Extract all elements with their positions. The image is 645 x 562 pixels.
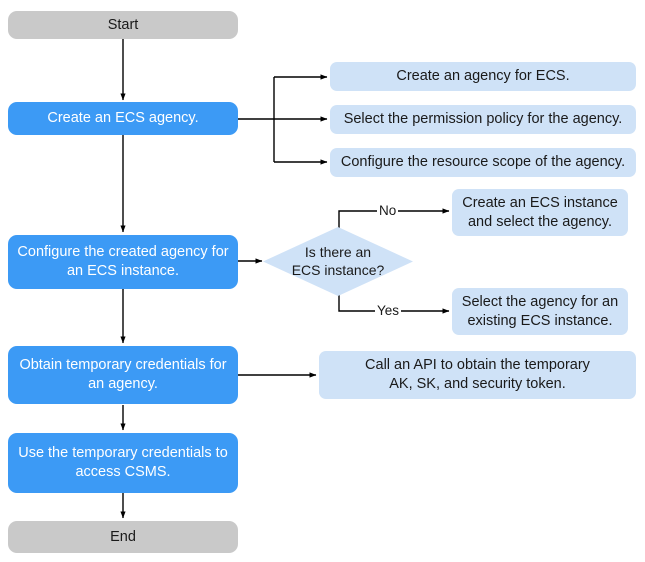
node-create-ecs-instance-line1: Create an ECS instance (462, 194, 618, 211)
node-obtain-temporary-credentials-line2: an agency. (88, 376, 158, 392)
node-select-agency-existing-instance-label: Select the agency for an existing ECS in… (462, 293, 618, 330)
node-end: End (8, 521, 238, 553)
node-decision-is-there-ecs-instance: Is there an ECS instance? (263, 227, 413, 296)
node-obtain-temporary-credentials-label: Obtain temporary credentials for an agen… (19, 356, 226, 393)
node-start: Start (8, 11, 238, 39)
node-use-temporary-credentials-line1: Use the temporary credentials to (18, 445, 228, 462)
node-configure-created-agency-line2: an ECS instance. (66, 263, 180, 279)
node-end-label: End (110, 528, 136, 545)
node-call-api-line1: Call an API to obtain the temporary (365, 357, 590, 374)
node-decision-line2: ECS instance? (291, 261, 385, 278)
node-create-ecs-instance-line2: and select the agency. (467, 213, 613, 230)
edge-label-no: No (377, 203, 399, 218)
node-create-ecs-agency-label: Create an ECS agency. (47, 110, 199, 127)
node-decision-line1: Is there an (304, 243, 372, 260)
node-configure-resource-scope: Configure the resource scope of the agen… (330, 148, 636, 177)
node-call-api-label: Call an API to obtain the temporary AK, … (365, 356, 590, 393)
node-select-agency-existing-instance: Select the agency for an existing ECS in… (452, 288, 628, 335)
node-call-api-temporary-credentials: Call an API to obtain the temporary AK, … (319, 351, 636, 399)
node-decision-label: Is there an ECS instance? (269, 244, 407, 280)
node-use-temporary-credentials: Use the temporary credentials to access … (8, 433, 238, 493)
node-create-ecs-agency: Create an ECS agency. (8, 102, 238, 135)
node-select-agency-existing-line1: Select the agency for an (461, 293, 619, 310)
node-call-api-line2: AK, SK, and security token. (389, 376, 566, 392)
node-create-agency-for-ecs: Create an agency for ECS. (330, 62, 636, 91)
node-select-permission-policy: Select the permission policy for the age… (330, 105, 636, 134)
node-obtain-temporary-credentials: Obtain temporary credentials for an agen… (8, 346, 238, 404)
node-start-label: Start (107, 16, 139, 33)
node-configure-created-agency-label: Configure the created agency for an ECS … (17, 243, 228, 280)
node-select-agency-existing-line2: existing ECS instance. (467, 312, 613, 329)
edge-label-yes: Yes (375, 303, 402, 318)
node-obtain-temporary-credentials-line1: Obtain temporary credentials for (19, 357, 227, 374)
node-create-ecs-instance-select-agency-label: Create an ECS instance and select the ag… (462, 194, 618, 231)
node-create-ecs-instance-select-agency: Create an ECS instance and select the ag… (452, 189, 628, 236)
node-configure-created-agency: Configure the created agency for an ECS … (8, 235, 238, 289)
node-configure-created-agency-line1: Configure the created agency for (17, 244, 229, 261)
node-select-permission-policy-label: Select the permission policy for the age… (343, 111, 623, 128)
node-configure-resource-scope-label: Configure the resource scope of the agen… (340, 154, 626, 171)
node-use-temporary-credentials-line2: access CSMS. (75, 464, 171, 480)
node-create-agency-for-ecs-label: Create an agency for ECS. (396, 68, 570, 85)
node-use-temporary-credentials-label: Use the temporary credentials to access … (18, 444, 228, 481)
